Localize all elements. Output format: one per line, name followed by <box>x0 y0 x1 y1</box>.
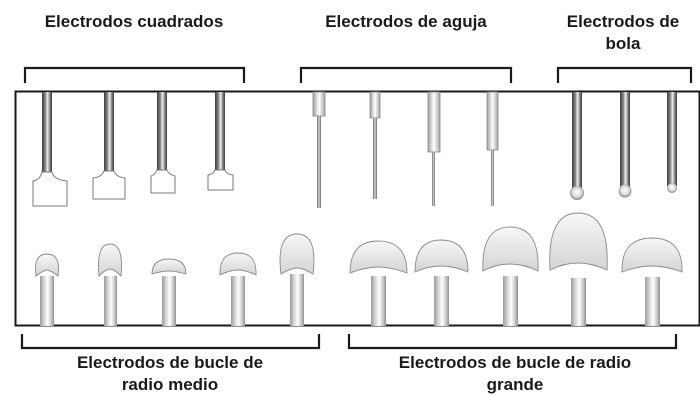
loop-medium-electrode-4 <box>219 252 257 326</box>
electrode-frame <box>14 90 700 327</box>
needle-electrode-2 <box>369 91 381 199</box>
square-electrode-1 <box>32 92 68 207</box>
ball-electrode-1 <box>570 92 584 200</box>
loop-medium-electrode-3 <box>151 258 187 326</box>
loop-medium-electrode-5 <box>279 233 315 326</box>
loop-medium-electrode-2 <box>98 243 122 326</box>
label-square-electrodes: Electrodos cuadrados <box>44 12 224 31</box>
label-needle-electrodes: Electrodos de aguja <box>325 12 487 31</box>
label-loop-medium-line2: radio medio <box>121 375 219 394</box>
loop-large-electrode-2 <box>414 239 469 326</box>
needle-electrode-3 <box>427 91 441 206</box>
needle-electrode-1 <box>312 91 326 208</box>
label-ball-line2: bola <box>605 34 641 53</box>
bracket-loop-large <box>347 334 678 350</box>
bracket-needle <box>299 66 513 83</box>
loop-large-electrode-3 <box>482 226 539 326</box>
label-loop-large-line2: grande <box>486 375 544 394</box>
label-ball-electrodes: Electrodos de bola <box>546 12 700 53</box>
square-electrode-3 <box>150 92 176 194</box>
needle-electrode-4 <box>486 91 499 206</box>
label-loop-large-line1: Electrodos de bucle de radio <box>398 353 632 372</box>
square-electrode-2 <box>92 92 126 200</box>
label-loop-large-electrodes: Electrodos de bucle de radio grande <box>352 353 678 394</box>
bracket-loop-medium <box>20 334 321 350</box>
ball-electrode-3 <box>667 92 677 193</box>
bracket-square <box>23 66 246 83</box>
square-electrode-4 <box>207 92 234 191</box>
loop-large-electrode-1 <box>349 240 408 326</box>
label-ball-line1: Electrodos de <box>566 12 680 31</box>
loop-large-electrode-5 <box>621 237 683 326</box>
label-loop-medium-line1: Electrodos de bucle de <box>76 353 264 372</box>
loop-large-electrode-4 <box>549 212 608 326</box>
loop-medium-electrode-1 <box>35 253 59 326</box>
label-loop-medium-electrodes: Electrodos de bucle de radio medio <box>20 353 320 394</box>
bracket-ball <box>556 66 693 83</box>
ball-electrode-2 <box>618 92 632 198</box>
